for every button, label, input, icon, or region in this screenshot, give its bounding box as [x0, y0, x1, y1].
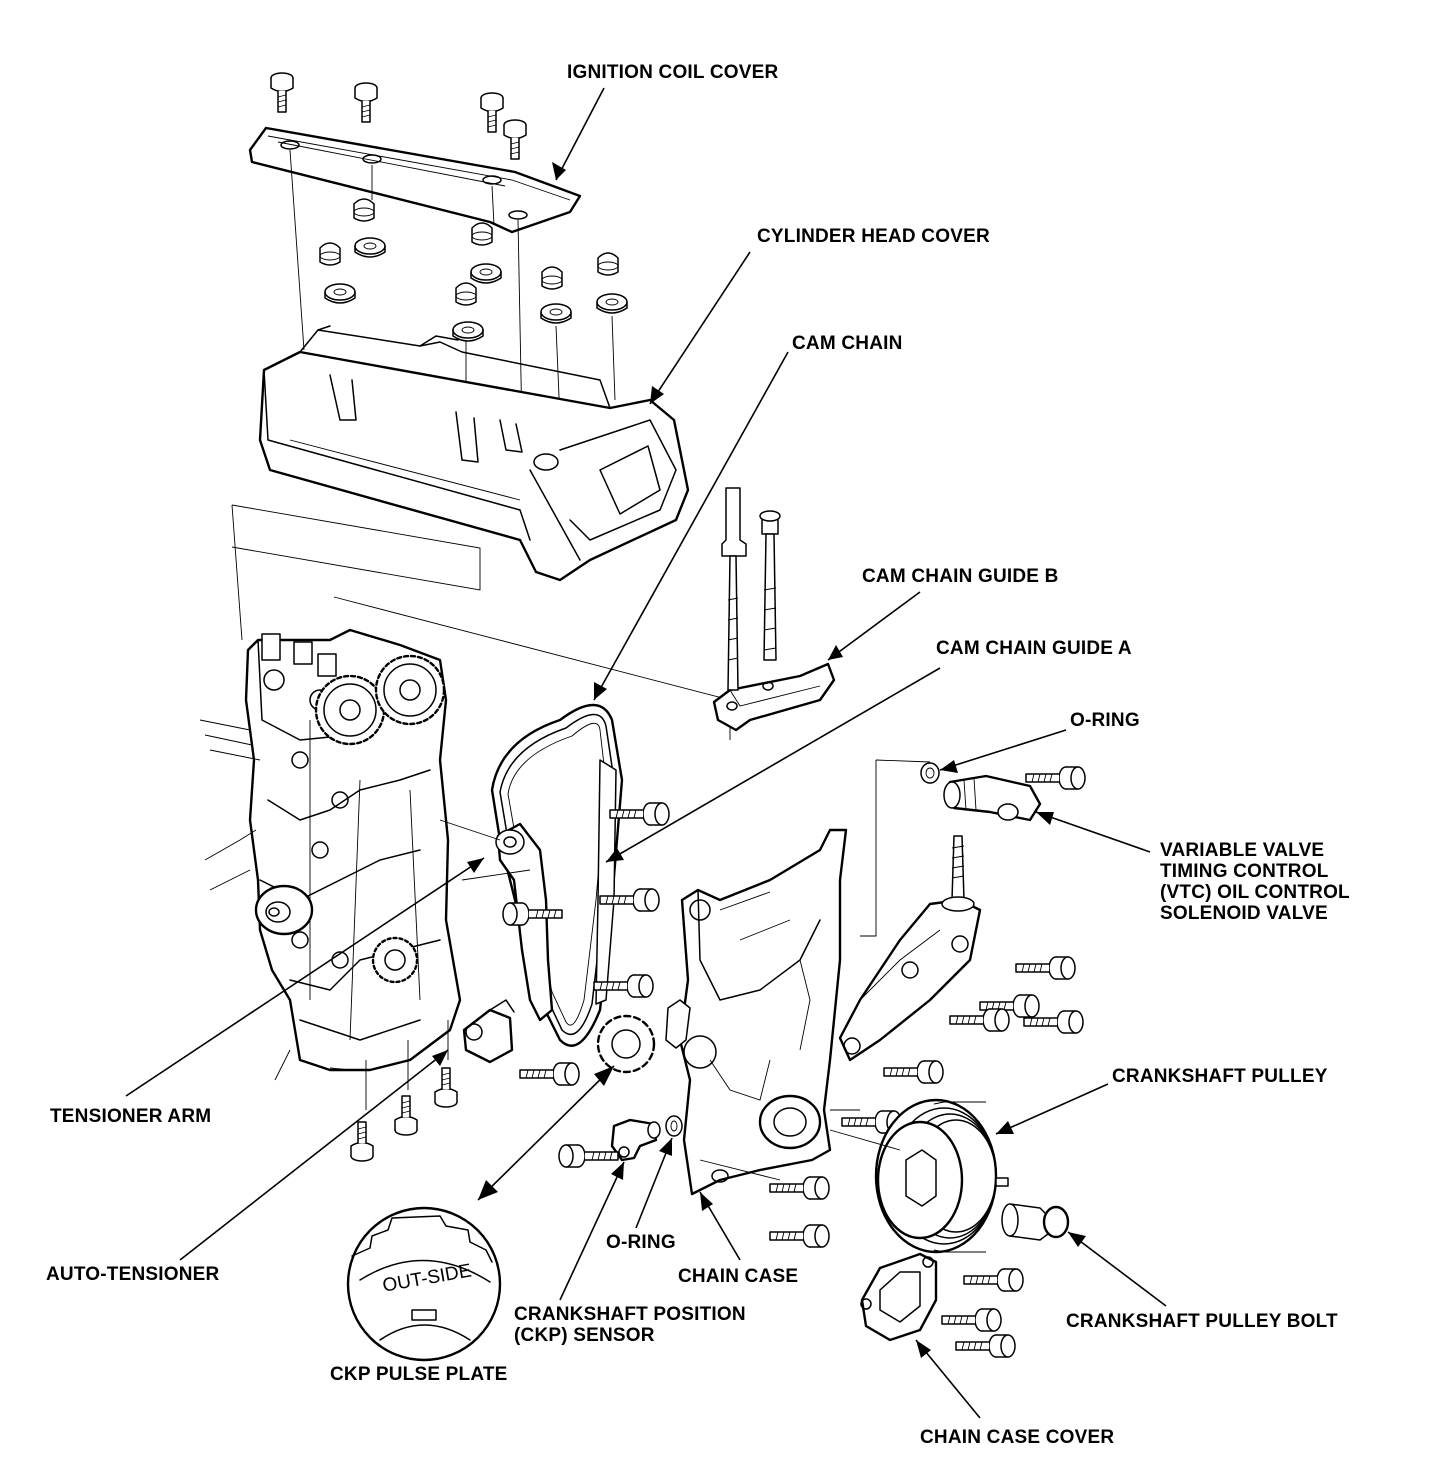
label-vtc-line4: SOLENOID VALVE	[1160, 903, 1328, 924]
label-ignition-coil-cover: IGNITION COIL COVER	[567, 62, 779, 83]
label-vtc-line2: TIMING CONTROL	[1160, 861, 1329, 882]
label-crankshaft-pulley-bolt: CRANKSHAFT PULLEY BOLT	[1066, 1311, 1338, 1332]
o-ring-bottom-part	[665, 1115, 683, 1137]
label-crankshaft-pulley: CRANKSHAFT PULLEY	[1112, 1066, 1328, 1087]
label-cam-chain: CAM CHAIN	[792, 333, 903, 354]
ckp-sensor-part	[610, 1118, 661, 1162]
crank-sprocket	[596, 1014, 656, 1074]
label-vtc-line1: VARIABLE VALVE	[1160, 840, 1325, 861]
crankshaft-pulley-bolt-part	[995, 1177, 1070, 1241]
ignition-coil-cover	[248, 126, 582, 234]
cylinder-head-cover	[258, 325, 690, 582]
guide-b-studs	[721, 487, 781, 691]
cam-chain-guide-a	[595, 759, 617, 1005]
cam-chain	[490, 703, 624, 1047]
label-chain-case: CHAIN CASE	[678, 1266, 799, 1287]
label-cam-chain-guide-b: CAM CHAIN GUIDE B	[862, 566, 1059, 587]
label-tensioner-arm: TENSIONER ARM	[50, 1106, 212, 1127]
chain-case-cover	[860, 1252, 938, 1342]
cam-chain-guide-b	[712, 662, 836, 732]
label-auto-tensioner: AUTO-TENSIONER	[46, 1264, 220, 1285]
label-cylinder-head-cover: CYLINDER HEAD COVER	[757, 226, 990, 247]
label-vtc-line3: (VTC) OIL CONTROL	[1160, 882, 1350, 903]
label-chain-case-cover: CHAIN CASE COVER	[920, 1427, 1115, 1448]
alignment-lines-right	[439, 759, 931, 1181]
head-cover-nuts-washers	[319, 198, 628, 342]
auto-tensioner	[462, 999, 515, 1064]
label-ckp-sensor-line1: CRANKSHAFT POSITION	[514, 1304, 746, 1325]
label-o-ring-bottom: O-RING	[606, 1232, 676, 1253]
vtc-solenoid-valve	[943, 774, 1042, 822]
leader-lines	[125, 87, 1167, 1419]
cam-sprockets	[314, 654, 446, 984]
chain-case	[665, 828, 848, 1196]
label-o-ring-top: O-RING	[1070, 710, 1140, 731]
vtc-bolt	[1025, 766, 1086, 790]
label-cam-chain-guide-a: CAM CHAIN GUIDE A	[936, 638, 1132, 659]
label-ckp-pulse-plate: CKP PULSE PLATE	[330, 1364, 508, 1385]
crankshaft-pulley	[874, 1098, 998, 1254]
o-ring-top-part	[920, 762, 940, 784]
chain-case-cover-bolts	[941, 1268, 1024, 1358]
ckp-bolt	[558, 1144, 619, 1168]
label-ckp-sensor-line2: (CKP) SENSOR	[514, 1325, 655, 1346]
engine-mount-bracket	[838, 835, 982, 1062]
ckp-pulse-plate-detail: OUT-SIDE	[346, 1206, 502, 1362]
